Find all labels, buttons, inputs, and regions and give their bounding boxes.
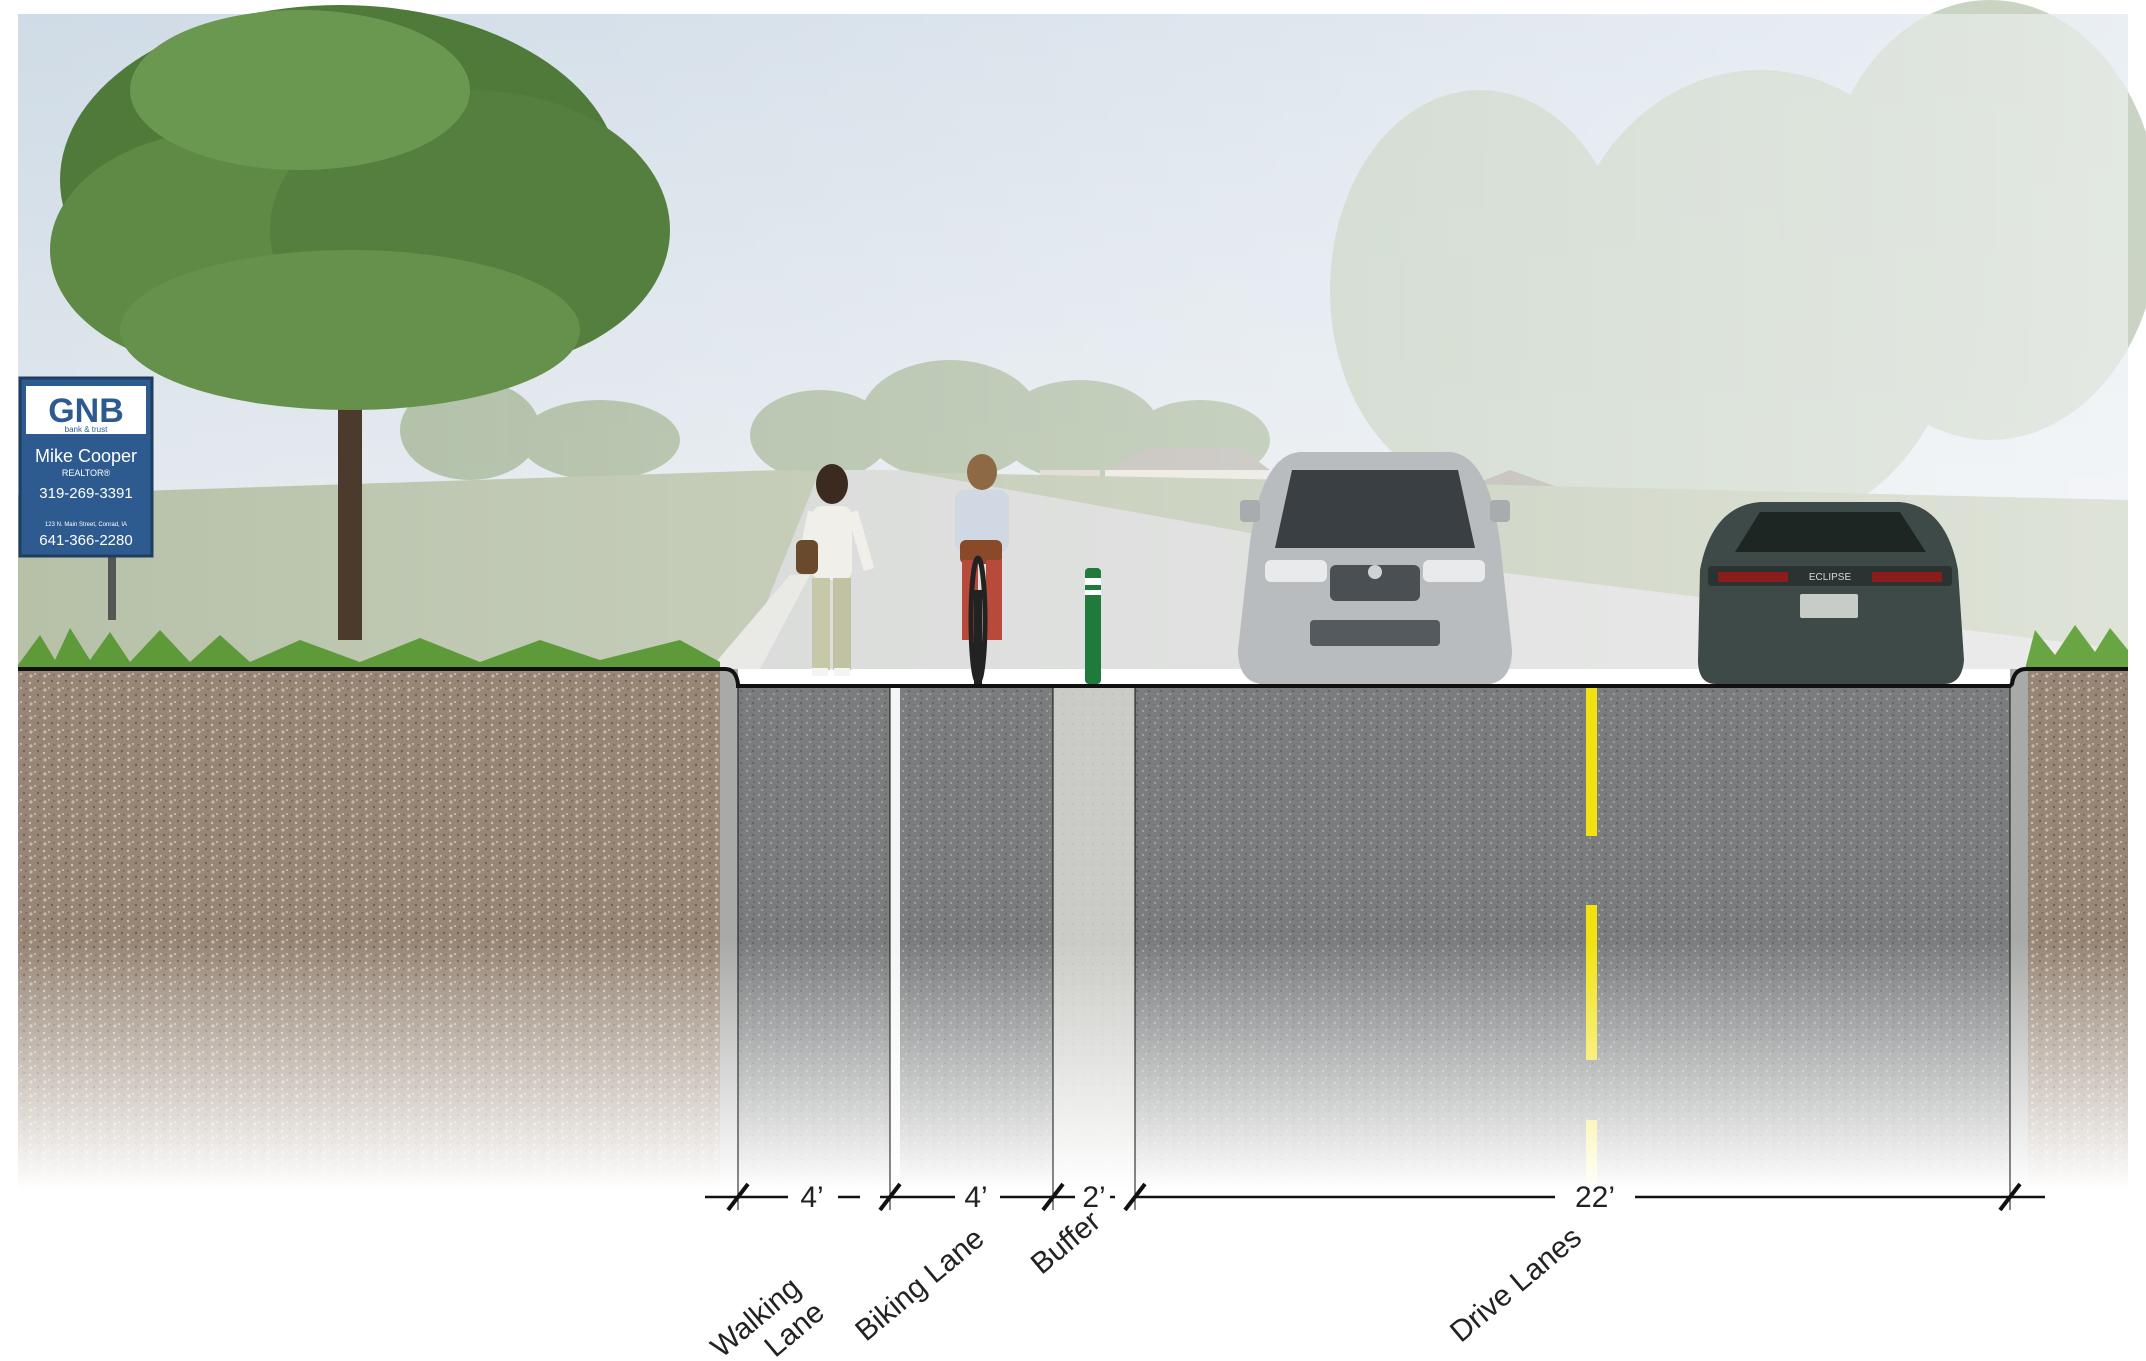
sign-agent-title: REALTOR®	[62, 468, 111, 478]
white-lane-line	[890, 686, 900, 1189]
bottom-fade	[0, 940, 2146, 1190]
suv-front	[1238, 452, 1512, 692]
ground-surface-line	[18, 667, 2128, 688]
dimension-buffer: 2’	[1082, 1181, 1105, 1214]
grass-left	[18, 628, 720, 669]
sign-address: 123 N. Main Street, Conrad, IA	[45, 522, 127, 528]
lane-label-drive: Drive Lanes	[1444, 1221, 1588, 1349]
maple-tree	[50, 5, 670, 640]
tick-mark	[1998, 1182, 2022, 1212]
tick-mark	[878, 1182, 902, 1212]
sign-phone-2: 641-366-2280	[39, 532, 132, 549]
tick-mark	[1123, 1182, 1147, 1212]
background-scene: GNB bank & trust Mike Cooper REALTOR® 31…	[18, 0, 2146, 692]
tick-mark	[726, 1182, 750, 1212]
dimension-line	[705, 686, 2045, 1212]
sign-phone-1: 319-269-3391	[39, 485, 132, 502]
sedan-badge: ECLIPSE	[1809, 572, 1852, 583]
realtor-sign: GNB bank & trust Mike Cooper REALTOR® 31…	[18, 376, 154, 620]
lane-label-biking: Biking Lane	[849, 1222, 990, 1348]
sign-agent-name: Mike Cooper	[35, 446, 137, 466]
sign-brand: GNB	[48, 392, 124, 430]
sedan-rear: ECLIPSE	[1698, 502, 1964, 692]
ground-section	[0, 667, 2146, 1190]
lane-label-buffer: Buffer	[1025, 1205, 1107, 1281]
sign-brand-sub: bank & trust	[65, 425, 108, 434]
grass-right	[2025, 625, 2128, 669]
pedestrian-figure	[796, 464, 875, 676]
tick-mark	[1041, 1182, 1065, 1212]
dimension-drive: 22’	[1575, 1181, 1615, 1214]
lane-label-walking: Walking Lane	[705, 1271, 831, 1361]
flex-bollard	[1085, 568, 1101, 684]
dimension-biking: 4’	[964, 1181, 987, 1214]
cyclist-figure	[955, 454, 1009, 685]
dimension-walking: 4’	[800, 1181, 823, 1214]
